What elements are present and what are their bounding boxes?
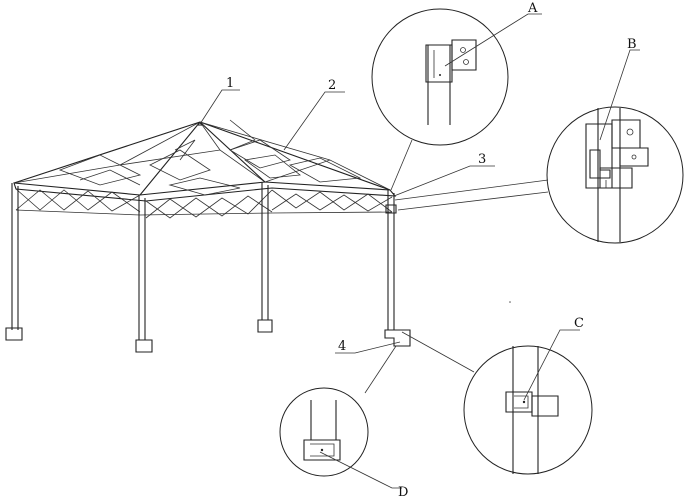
label-1: 1: [226, 76, 234, 91]
label-d: D: [398, 485, 408, 500]
label-2: 2: [328, 78, 336, 93]
detail-circle-a: [371, 8, 509, 146]
label-3: 3: [478, 152, 486, 167]
label-b: B: [627, 37, 637, 52]
label-4: 4: [338, 339, 346, 354]
leader-lines: [199, 13, 640, 489]
detail-circle-c: [463, 345, 593, 475]
detail-circle-d: [279, 387, 369, 477]
tent-frame: [5, 119, 411, 353]
label-c: C: [574, 316, 584, 331]
label-a: A: [527, 1, 538, 16]
detail-circle-b: [546, 106, 684, 244]
part-labels: 1 2 3 4 A B C D: [226, 1, 637, 500]
stray-dot: [509, 301, 511, 303]
